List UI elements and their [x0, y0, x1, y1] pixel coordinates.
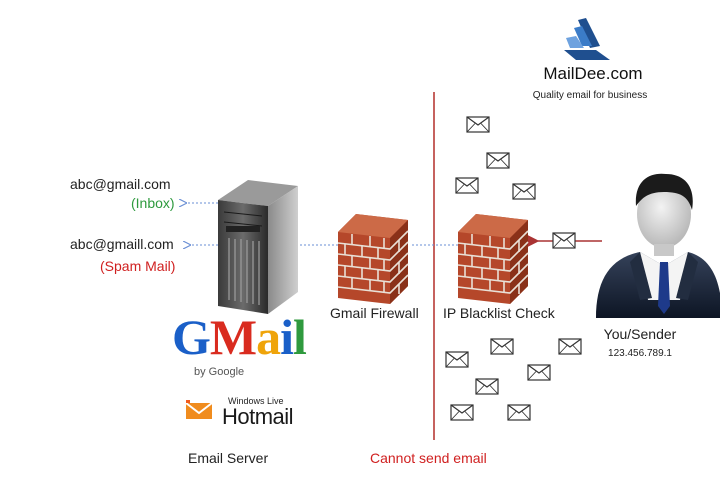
envelope-icon: [475, 378, 499, 395]
blacklist-label: IP Blacklist Check: [443, 305, 555, 321]
envelope-icon: [552, 232, 576, 249]
envelope-icon: [490, 338, 514, 355]
brand-tagline: Quality email for business: [532, 90, 648, 101]
spam-label: (Spam Mail): [100, 258, 176, 274]
envelope-icon: [450, 404, 474, 421]
envelope-icon: [486, 152, 510, 169]
hotmail-prefix: Windows Live: [228, 396, 284, 406]
gmail-byline: by Google: [194, 366, 245, 378]
envelope-icon: [455, 177, 479, 194]
inbox-label: (Inbox): [131, 195, 175, 211]
envelope-icon: [507, 404, 531, 421]
sender-ip: 123.456.789.1: [608, 348, 672, 359]
envelope-icon: [558, 338, 582, 355]
envelope-icon: [466, 116, 490, 133]
gmail-logo: GMail: [172, 309, 307, 365]
server-icon: [218, 180, 298, 314]
spam-address: abc@gmaill.com: [70, 236, 174, 252]
inbox-address: abc@gmail.com: [70, 176, 171, 192]
hotmail-envelope-icon: [185, 400, 214, 420]
gmail-firewall-label: Gmail Firewall: [330, 305, 419, 321]
email-server-caption: Email Server: [188, 450, 269, 466]
blacklist-firewall-icon: [457, 213, 529, 305]
cannot-send-caption: Cannot send email: [370, 450, 487, 466]
envelope-icon: [445, 351, 469, 368]
sender-avatar-icon: [596, 173, 720, 318]
gmail-firewall-icon: [337, 213, 409, 305]
hotmail-logo-text: Hotmail: [222, 404, 294, 429]
maildee-logo-icon: [564, 18, 610, 60]
envelope-icon: [512, 183, 536, 200]
envelope-icon: [527, 364, 551, 381]
brand-name: MailDee.com: [543, 64, 643, 83]
sender-name: You/Sender: [603, 326, 677, 342]
